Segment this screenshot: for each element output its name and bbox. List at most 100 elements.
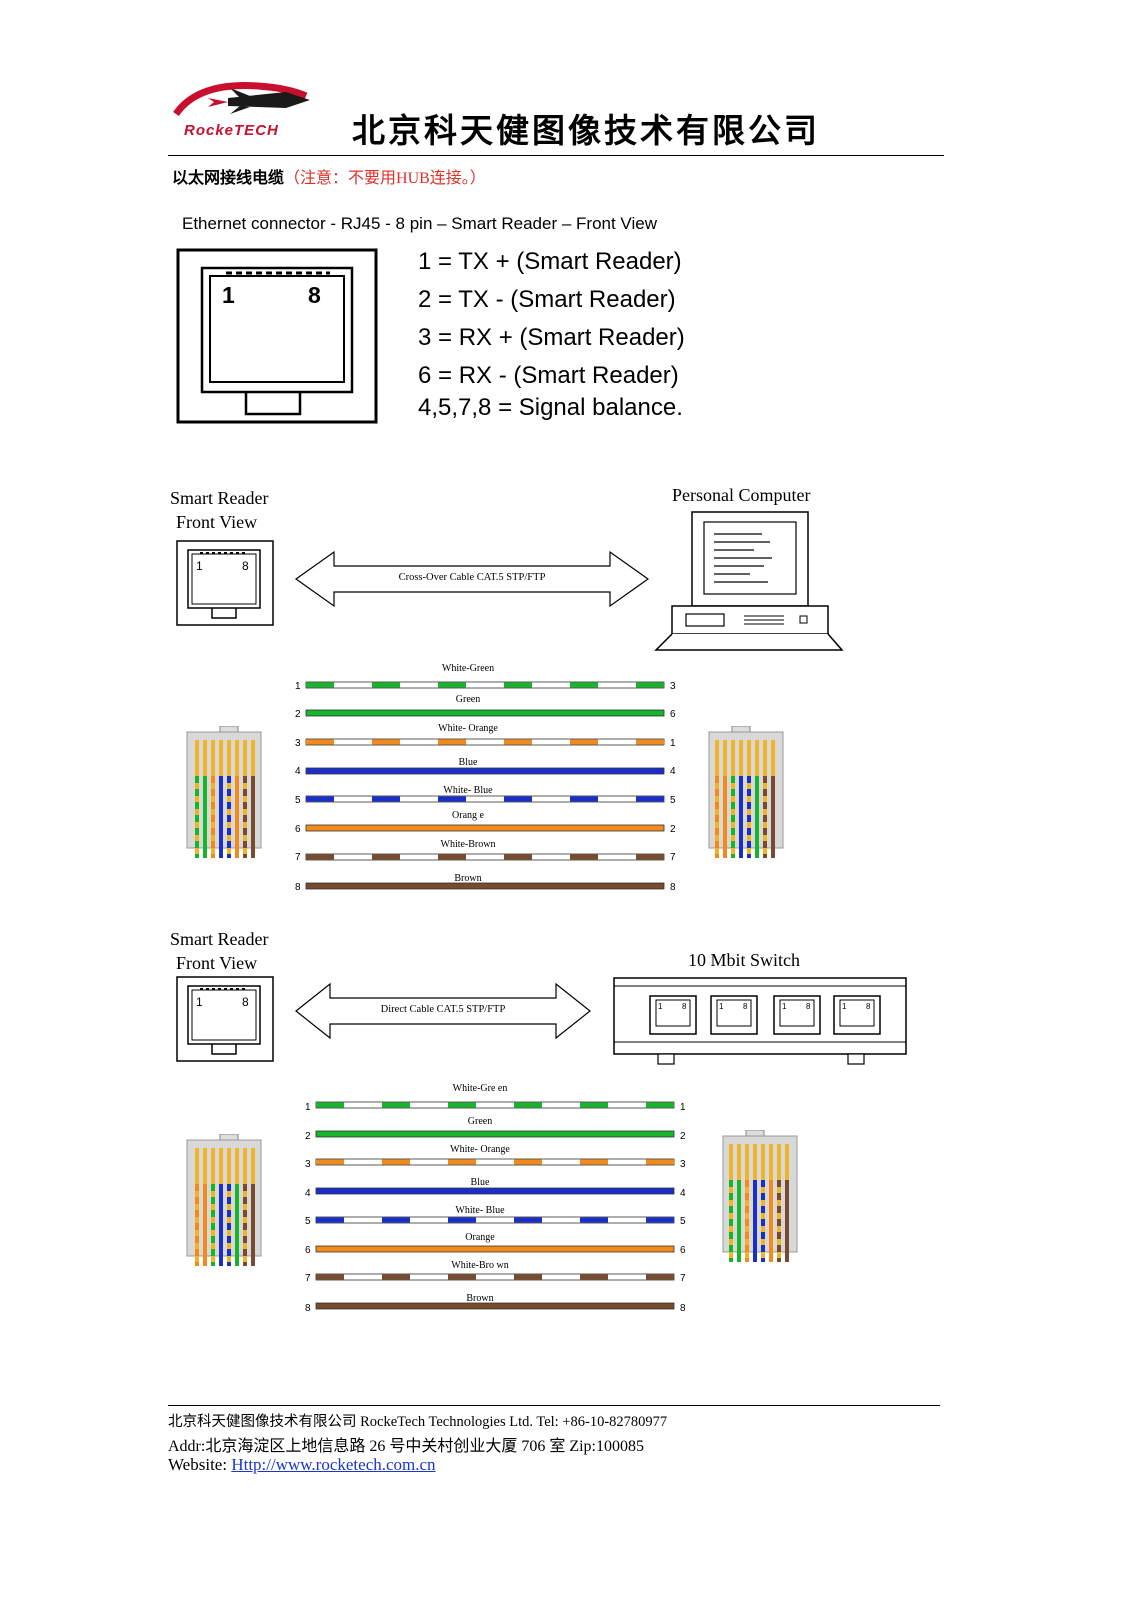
svg-text:1: 1 — [842, 1002, 847, 1011]
direct-right-pin-1: 1 — [680, 1102, 686, 1113]
crossover-wire-name-6: Orang e — [452, 810, 484, 821]
crossover-left-pin-4: 4 — [295, 766, 301, 777]
direct-right-pin-4: 4 — [680, 1188, 686, 1199]
direct-right-pin-8: 8 — [680, 1303, 686, 1314]
connector-title: Ethernet connector - RJ45 - 8 pin – Smar… — [182, 214, 657, 233]
pin-desc-6: 6 = RX - (Smart Reader) — [418, 362, 679, 389]
crossover-wire-name-5: White- Blue — [443, 785, 493, 796]
logo-text: RockeTECH — [184, 122, 279, 139]
crossover-left-pin-7: 7 — [295, 852, 301, 863]
direct-left-pin-3: 3 — [305, 1159, 311, 1170]
svg-text:1: 1 — [782, 1002, 787, 1011]
crossover-wire-name-7: White-Brown — [441, 839, 496, 850]
crossover-wire-name-1: White-Green — [442, 663, 494, 674]
connector-pin-1: 1 — [222, 282, 235, 308]
svg-text:8: 8 — [682, 1002, 687, 1011]
direct-right-pin-5: 5 — [680, 1216, 686, 1227]
direct-left-label-1: Smart Reader — [170, 929, 269, 949]
crossover-wire-name-3: White- Orange — [438, 723, 498, 734]
direct-cable-arrow — [295, 982, 591, 1040]
rocketech-logo — [173, 82, 310, 117]
direct-left-pin-4: 4 — [305, 1188, 311, 1199]
svg-text:8: 8 — [743, 1002, 748, 1011]
direct-left-pin-6: 6 — [305, 1245, 311, 1256]
direct-left-pin-5: 5 — [305, 1216, 311, 1227]
crossover-right-pin-5: 5 — [670, 795, 676, 806]
svg-text:1: 1 — [719, 1002, 724, 1011]
crossover-cable-label: Cross-Over Cable CAT.5 STP/FTP — [398, 572, 546, 583]
svg-text:1: 1 — [196, 995, 203, 1009]
crossover-right-pin-6: 2 — [670, 824, 676, 835]
crossover-left-pin-2: 2 — [295, 709, 301, 720]
svg-text:8: 8 — [806, 1002, 811, 1011]
crossover-left-pin-5: 5 — [295, 795, 301, 806]
direct-wire-name-6: Orange — [465, 1232, 495, 1243]
pin-desc-1: 1 = TX + (Smart Reader) — [418, 248, 682, 275]
crossover-right-pin-3: 1 — [670, 738, 676, 749]
crossover-right-pin-7: 7 — [670, 852, 676, 863]
crossover-cable-arrow — [294, 550, 650, 608]
crossover-left-label-2: Front View — [176, 512, 258, 532]
footer-website-link[interactable]: Http://www.rocketech.com.cn — [231, 1455, 436, 1474]
rj45-plug-right-direct — [722, 1130, 798, 1262]
pin-desc-3: 3 = RX + (Smart Reader) — [418, 324, 685, 351]
svg-text:1: 1 — [658, 1002, 663, 1011]
rj45-connector-diagram — [176, 248, 378, 424]
company-name: 北京科天健图像技术有限公司 — [352, 111, 820, 150]
direct-right-pin-7: 7 — [680, 1273, 686, 1284]
crossover-right-label: Personal Computer — [672, 485, 811, 505]
direct-cable-label: Direct Cable CAT.5 STP/FTP — [380, 1004, 506, 1015]
direct-right-pin-6: 6 — [680, 1245, 686, 1256]
pin-desc-balance: 4,5,7,8 = Signal balance. — [418, 394, 683, 421]
svg-text:1: 1 — [196, 559, 203, 573]
crossover-right-pin-1: 3 — [670, 681, 676, 692]
direct-wire-name-2: Green — [468, 1116, 492, 1127]
direct-left-pin-8: 8 — [305, 1303, 311, 1314]
direct-left-label-2: Front View — [176, 953, 258, 973]
crossover-right-pin-4: 4 — [670, 766, 676, 777]
svg-text:8: 8 — [242, 995, 249, 1009]
smart-reader-front-view-icon-2: 1 8 — [176, 976, 274, 1062]
crossover-wire-diagram: White-Green Green White- Orange Blue Whi… — [295, 663, 676, 893]
crossover-left-pin-3: 3 — [295, 738, 301, 749]
footer-divider — [168, 1405, 940, 1406]
crossover-left-label-1: Smart Reader — [170, 488, 269, 508]
crossover-wire-name-2: Green — [456, 694, 480, 705]
smart-reader-front-view-icon: 1 8 — [176, 540, 274, 626]
page-subtitle: 以太网接线电缆（注意：不要用HUB连接。） — [172, 164, 486, 188]
direct-wire-name-7: White-Bro wn — [451, 1260, 509, 1271]
subtitle-main: 以太网接线电缆 — [172, 170, 285, 187]
direct-left-pin-1: 1 — [305, 1102, 311, 1113]
direct-wire-name-5: White- Blue — [455, 1205, 505, 1216]
direct-right-pin-3: 3 — [680, 1159, 686, 1170]
personal-computer-icon — [654, 511, 844, 651]
pin-desc-2: 2 = TX - (Smart Reader) — [418, 286, 676, 313]
crossover-wire-name-8: Brown — [454, 873, 481, 884]
direct-right-label: 10 Mbit Switch — [688, 950, 801, 970]
footer-website-label: Website: — [168, 1455, 232, 1474]
subtitle-note: （注意：不要用HUB连接。） — [284, 170, 486, 187]
network-switch-icon: 1 8 1 8 1 8 1 8 — [613, 977, 907, 1065]
crossover-left-pin-1: 1 — [295, 681, 301, 692]
direct-wire-name-8: Brown — [466, 1293, 493, 1304]
footer-company-line: 北京科天健图像技术有限公司 RockeTech Technologies Ltd… — [168, 1414, 668, 1430]
rj45-plug-left-direct — [186, 1134, 262, 1266]
rj45-plug-right-crossover — [708, 726, 784, 858]
direct-right-pin-2: 2 — [680, 1131, 686, 1142]
header-divider — [168, 155, 944, 156]
connector-pin-8: 8 — [308, 282, 321, 308]
direct-wire-diagram: White-Gre en Green White- Orange Blue Wh… — [305, 1083, 686, 1314]
direct-left-pin-7: 7 — [305, 1273, 311, 1284]
svg-text:8: 8 — [866, 1002, 871, 1011]
crossover-left-pin-6: 6 — [295, 824, 301, 835]
crossover-right-pin-8: 8 — [670, 882, 676, 893]
footer-address-line: Addr:北京海淀区上地信息路 26 号中关村创业大厦 706 室 Zip:10… — [168, 1438, 644, 1455]
footer-website-line: Website: Http://www.rocketech.com.cn — [168, 1455, 436, 1475]
direct-wire-name-3: White- Orange — [450, 1144, 510, 1155]
direct-wire-name-1: White-Gre en — [453, 1083, 508, 1094]
crossover-right-pin-2: 6 — [670, 709, 676, 720]
direct-left-pin-2: 2 — [305, 1131, 311, 1142]
rj45-plug-left-crossover — [186, 726, 262, 858]
crossover-wire-name-4: Blue — [459, 757, 478, 768]
